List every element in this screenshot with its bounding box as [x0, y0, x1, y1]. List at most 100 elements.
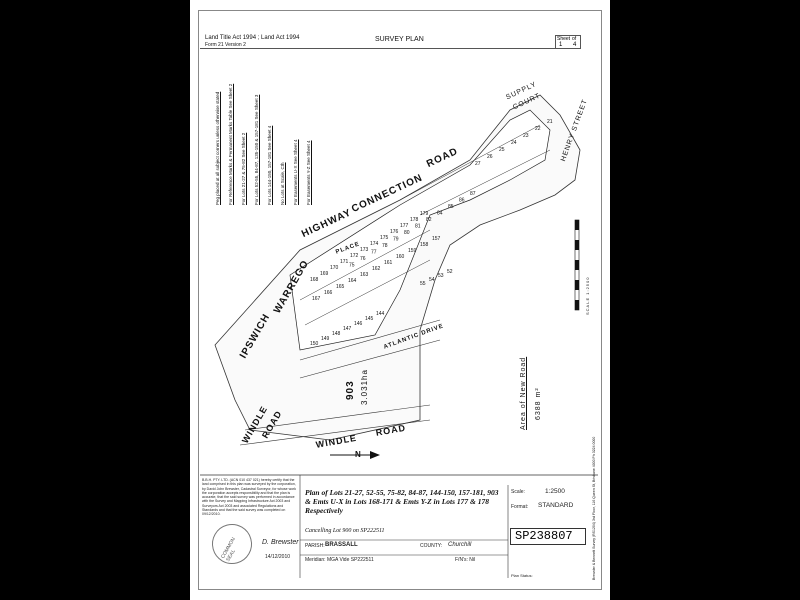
new-road-label: Area of New Road — [520, 356, 527, 430]
lot-label: 79 — [393, 237, 399, 243]
sheet-total: 4 — [573, 42, 577, 48]
lot-label: 167 — [312, 296, 321, 302]
lot-label: 76 — [360, 256, 366, 262]
parish-value: BRASSALL — [325, 542, 358, 548]
lot-label: 21 — [547, 119, 553, 125]
lot-label: 25 — [499, 147, 505, 153]
lot-label: 149 — [321, 336, 330, 342]
scale-bar-label: SCALE 1:2500 — [585, 276, 590, 315]
sheet-label: Sheet — [557, 36, 571, 42]
plan-number: SP238807 — [510, 528, 586, 545]
new-road-area: 6388 m² — [535, 387, 542, 420]
lot-903-area: 3.031ha — [360, 369, 369, 405]
lot-label: 82 — [426, 217, 432, 223]
plan-status: Plan Status: — [511, 573, 533, 578]
lot-label: 170 — [330, 265, 339, 271]
lot-label: 162 — [372, 266, 381, 272]
atlantic-drive-line — [299, 319, 441, 361]
lot-label: 159 — [408, 248, 417, 254]
lot-label: 166 — [324, 290, 333, 296]
scale-bar-segment — [575, 260, 579, 270]
lot-label: 144 — [376, 311, 385, 317]
lot-line — [304, 259, 431, 326]
lot-label: 147 — [343, 326, 352, 332]
county-value: Churchill — [448, 542, 472, 548]
meridian: Meridian: MGA Vide SP222511 — [305, 557, 374, 563]
lot-label: 157 — [432, 236, 441, 242]
lot-label: 163 — [360, 272, 369, 278]
seal-text: COMMON SEAL — [220, 536, 237, 563]
atlantic-drive-line — [299, 339, 441, 379]
cancelling-note: Cancelling Lot 900 on SP222511 — [305, 528, 385, 534]
act-line-1: Land Title Act 1994 ; Land Act 1994 — [205, 35, 300, 41]
lot-label: 27 — [475, 161, 481, 167]
lot-label: 173 — [360, 247, 369, 253]
lot-label: 77 — [371, 250, 377, 256]
lot-label: 178 — [410, 217, 419, 223]
windle-road-line — [244, 404, 431, 431]
lot-line — [399, 124, 541, 201]
lot-label: 75 — [349, 263, 355, 269]
lot-label: 172 — [350, 253, 359, 259]
lot-label: 145 — [365, 316, 374, 322]
right-margin-note: Brewster & Bennett Survey (RS1204) 3rd F… — [592, 436, 596, 580]
lot-label: 23 — [523, 133, 529, 139]
lot-label: 78 — [382, 243, 388, 249]
format-key: Format: — [511, 504, 529, 510]
lot-label: 175 — [380, 235, 389, 241]
lot-label: 179 — [420, 211, 429, 217]
lot-label: 24 — [511, 140, 517, 146]
lot-label: 158 — [420, 242, 429, 248]
plan-title: Plan of Lots 21-27, 52-55, 75-82, 84-87,… — [305, 488, 499, 515]
lot-label: 53 — [438, 273, 444, 279]
lot-label: 87 — [470, 191, 476, 197]
sheet-of: of — [572, 36, 577, 42]
lot-label: 169 — [320, 271, 329, 277]
sheet-border — [198, 10, 602, 590]
lot-label: 148 — [332, 331, 341, 337]
lot-label: 81 — [415, 224, 421, 230]
lot-label: 55 — [420, 281, 426, 287]
lot-label: 174 — [370, 241, 379, 247]
lot-label: 84 — [437, 211, 443, 217]
lot-line — [299, 229, 431, 301]
lot-903-number: 903 — [345, 380, 356, 400]
north-arrow-head — [370, 451, 380, 459]
lot-label: 146 — [354, 321, 363, 327]
sign-date: 14/12/2010 — [265, 554, 291, 560]
scale-value: 1:2500 — [545, 488, 565, 495]
plan-heading: SURVEY PLAN — [375, 36, 424, 43]
scale-bar-segment — [575, 300, 579, 310]
north-label: N — [355, 450, 362, 459]
lot-line — [419, 149, 551, 216]
lot-label: 161 — [384, 260, 393, 266]
lot-label: 26 — [487, 154, 493, 160]
lot-label: 176 — [390, 229, 399, 235]
parish-label: PARISH: — [305, 543, 325, 549]
header-rule — [200, 48, 580, 49]
lot-label: 150 — [310, 341, 319, 347]
lot-label: 171 — [340, 259, 349, 265]
scale-bar-segment — [575, 280, 579, 290]
county-label: COUNTY: — [420, 543, 443, 549]
surveyor-signature: D. Brewster — [262, 539, 299, 546]
scale-bar-segment — [575, 240, 579, 250]
windle-road-line — [239, 419, 431, 446]
lot-label: 22 — [535, 126, 541, 132]
lot-label: 54 — [429, 277, 435, 283]
lot-label: 85 — [448, 204, 454, 210]
format-value: STANDARD — [538, 502, 574, 509]
lot-label: 164 — [348, 278, 357, 284]
lot-label: 168 — [310, 277, 319, 283]
lot-label: 177 — [400, 223, 409, 229]
subdivision-block — [289, 109, 551, 351]
scale-bar-segment — [575, 220, 579, 230]
lot-label: 160 — [396, 254, 405, 260]
scale-key: Scale: — [511, 489, 525, 495]
lot-number-labels: 1791781771761751741731721711701691681671… — [310, 119, 553, 347]
lot-label: 52 — [447, 269, 453, 275]
act-line-2: Form 21 Version 2 — [205, 42, 246, 48]
sheet-num: 1 — [559, 42, 563, 48]
lot-label: 80 — [404, 230, 410, 236]
